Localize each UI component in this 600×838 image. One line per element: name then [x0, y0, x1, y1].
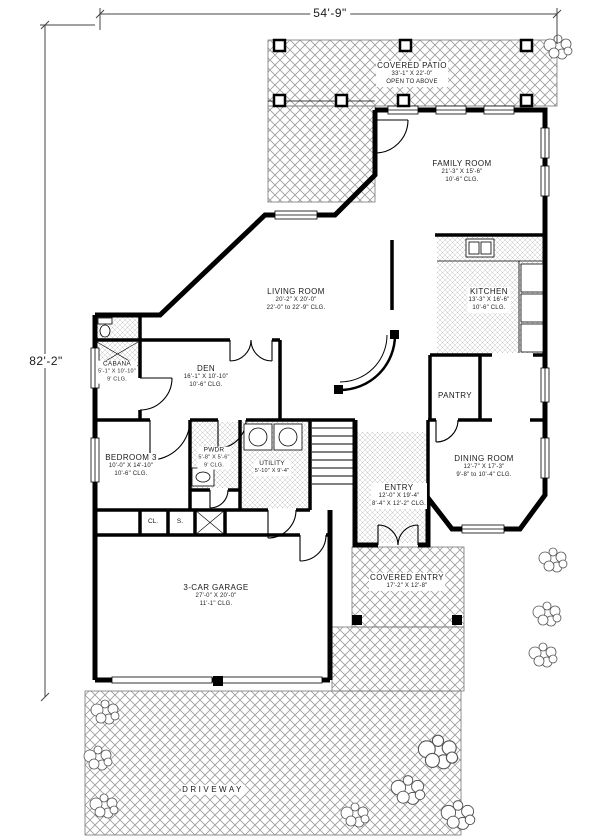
room-size: 21'-3" X 15'-6" — [441, 169, 483, 176]
room-ceiling: 10'-6" CLG. — [114, 471, 148, 478]
storage-label: S. — [175, 517, 185, 527]
room-ceiling: 8'-4" X 12'-2" CLG. — [371, 501, 427, 508]
room-ceiling: 9' CLG. — [107, 376, 127, 383]
room-name: COVERED PATIO — [377, 61, 447, 71]
stairs — [312, 427, 353, 485]
room-name: PWDR — [203, 446, 225, 454]
room-ceiling: 11'-1" CLG. — [199, 601, 233, 608]
fixtures — [96, 238, 544, 686]
patio-hatch — [267, 39, 558, 203]
room-label-powder: PWDR 5'-8" X 5'-6" 9' CLG. — [197, 446, 231, 470]
interior-walls — [95, 233, 545, 545]
room-name: DRIVEWAY — [182, 784, 244, 794]
room-name: LIVING ROOM — [267, 287, 325, 297]
room-size: 27'-0" X 20'-0" — [195, 593, 237, 600]
room-label-entry: ENTRY 12'-0" X 19'-4" 8'-4" X 12'-2" CLG… — [370, 483, 428, 509]
room-name: DINING ROOM — [454, 454, 514, 464]
room-name: KITCHEN — [470, 287, 508, 297]
room-ceiling: 10'-6" CLG. — [445, 177, 479, 184]
room-label-covered-patio: COVERED PATIO 33'-1" X 22'-0" OPEN TO AB… — [376, 61, 448, 87]
room-name: DEN — [196, 364, 216, 374]
room-size: 12'-7" X 17'-3" — [463, 464, 505, 471]
closet-label: CL. — [146, 517, 160, 527]
room-size: 5'-1" X 10'-10" — [98, 369, 136, 376]
room-label-dining-room: DINING ROOM 12'-7" X 17'-3" 9'-8" to 10'… — [453, 454, 515, 480]
width-dimension-label: 54'-9" — [310, 6, 350, 20]
tile-floors — [97, 237, 543, 543]
room-label-living-room: LIVING ROOM 20'-2" X 20'-0" 22'-0" to 22… — [265, 287, 327, 313]
driveway-hatch — [84, 690, 462, 836]
room-label-driveway: DRIVEWAY — [181, 784, 245, 796]
room-label-kitchen: KITCHEN 13'-3" X 16'-6" 10'-6" CLG. — [467, 287, 511, 313]
room-size: 12'-0" X 19'-4" — [378, 493, 420, 500]
room-size: 13'-3" X 16'-6" — [468, 297, 510, 304]
room-size: 33'-1" X 22'-0" — [391, 71, 433, 78]
patio-pillars — [268, 38, 534, 108]
curved-gallery-wall — [334, 330, 399, 394]
room-name: UTILITY — [259, 460, 285, 468]
room-label-covered-entry: COVERED ENTRY 17'-2" X 12'-8" — [369, 572, 445, 592]
room-size: 5'-8" X 5'-6" — [198, 455, 230, 462]
height-dimension-label: 82'-2" — [26, 354, 66, 368]
room-ceiling: 9'-8" to 10'-4" CLG. — [456, 472, 512, 479]
room-label-utility: UTILITY 5'-10" X 9'-4" — [253, 460, 291, 476]
room-label-pantry: PANTRY — [436, 390, 474, 402]
room-name: 3-CAR GARAGE — [183, 583, 249, 593]
room-name: BEDROOM 3 — [105, 453, 157, 463]
room-ceiling: 10'-6" CLG. — [472, 305, 506, 312]
room-note: OPEN TO ABOVE — [386, 79, 438, 86]
room-size: 20'-2" X 20'-0" — [275, 297, 317, 304]
room-size: 10'-0" X 14'-10" — [108, 463, 154, 470]
room-ceiling: 10'-6" CLG. — [189, 382, 223, 389]
windows — [90, 105, 550, 534]
room-label-bedroom-3: BEDROOM 3 10'-0" X 14'-10" 10'-6" CLG. — [104, 453, 158, 479]
room-size: 16'-1" X 10'-10" — [183, 374, 229, 381]
room-ceiling: 9' CLG. — [204, 462, 224, 469]
room-size: 5'-10" X 9'-4" — [254, 468, 290, 475]
room-ceiling: 22'-0" to 22'-9" CLG. — [266, 305, 326, 312]
room-label-garage: 3-CAR GARAGE 27'-0" X 20'-0" 11'-1" CLG. — [182, 583, 250, 609]
room-name: CABANA — [103, 360, 131, 368]
room-name: FAMILY ROOM — [432, 159, 492, 169]
room-size: 17'-2" X 12'-8" — [386, 583, 428, 590]
room-name: PANTRY — [437, 390, 473, 400]
room-label-family-room: FAMILY ROOM 21'-3" X 15'-6" 10'-6" CLG. — [431, 159, 493, 185]
room-name: COVERED ENTRY — [370, 572, 444, 582]
room-name: ENTRY — [384, 483, 414, 493]
room-label-cabana: CABANA 5'-1" X 10'-10" 9' CLG. — [97, 360, 137, 384]
covered-entry-pillars — [352, 615, 462, 625]
covered-entry-hatch — [331, 546, 465, 692]
room-label-den: DEN 16'-1" X 10'-10" 10'-6" CLG. — [182, 364, 230, 390]
